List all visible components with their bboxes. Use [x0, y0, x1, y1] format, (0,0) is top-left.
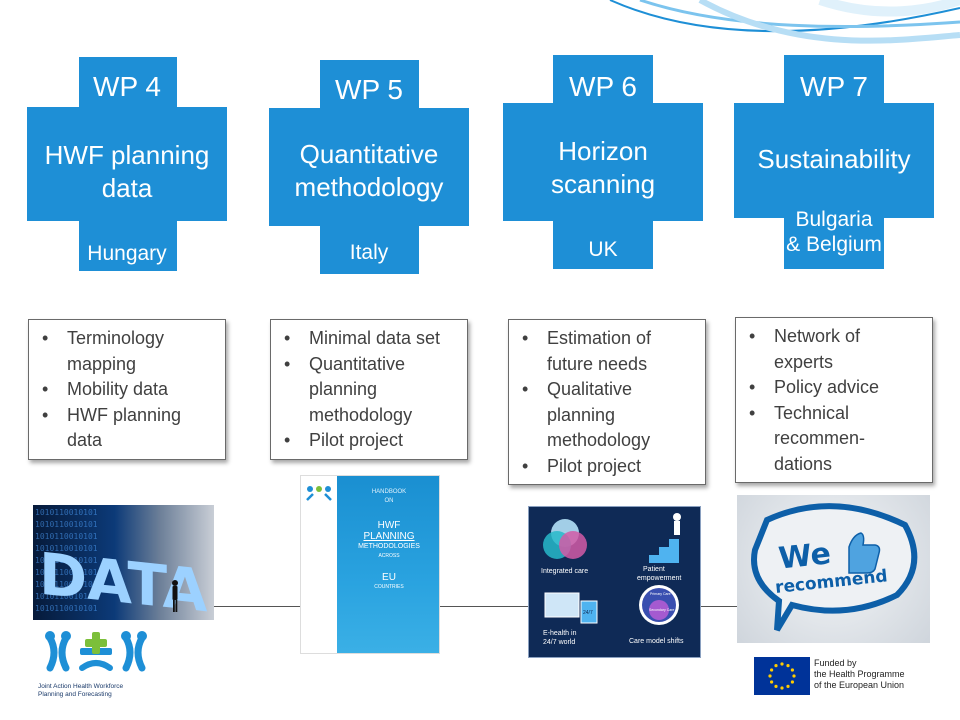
handbook-line: ON	[384, 498, 394, 504]
svg-text:E-health in: E-health in	[543, 630, 577, 637]
joint-action-logo: Joint Action Health Workforce Planning a…	[36, 628, 156, 700]
wp6-cross-horizontal	[503, 103, 703, 221]
wp4-cross-horizontal	[27, 107, 227, 221]
bullet-item: Pilot project	[284, 428, 461, 454]
handbook-title: PLANNING	[363, 531, 415, 542]
svg-text:1010110010101: 1010110010101	[35, 544, 98, 553]
horizon-scanning-image: Integrated care Patient empowerment 24/7…	[528, 506, 701, 658]
data-image-graphic: 1010110010101 1010110010101 101011001010…	[35, 508, 207, 620]
handbook-cover: HANDBOOK ON HWF PLANNING METHODOLOGIES A…	[300, 475, 440, 654]
bullet-item: Mobility data	[42, 377, 219, 403]
wp5-cross-horizontal	[269, 108, 469, 226]
svg-text:1010110010101: 1010110010101	[35, 532, 98, 541]
wp4-label: WP 4	[93, 71, 161, 102]
wp4-country: Hungary	[87, 242, 167, 265]
wp7-title: Sustainability	[757, 144, 911, 174]
svg-text:1010110010101: 1010110010101	[35, 520, 98, 529]
bullet-item: Pilot project	[522, 454, 699, 480]
svg-text:Patient: Patient	[643, 566, 665, 573]
wp5-country: Italy	[349, 241, 389, 264]
svg-text:24/7: 24/7	[583, 610, 593, 616]
wp7-cross-horizontal	[734, 103, 934, 218]
wp4-title: HWF planning data	[44, 140, 210, 203]
handbook-line: COUNTRIES	[374, 584, 404, 590]
svg-text:Secondary Care: Secondary Care	[649, 608, 674, 612]
we-recommend-image: We recommend	[737, 495, 930, 643]
svg-text:Primary Care: Primary Care	[650, 592, 671, 596]
wp5-label: WP 5	[335, 74, 403, 105]
bullet-item: Minimal data set	[284, 326, 461, 352]
handbook-line: EU	[382, 572, 396, 583]
wp6-cross: WP 6 Horizon scanning UK	[503, 55, 703, 269]
connector-line	[214, 606, 738, 607]
svg-text:Care model shifts: Care model shifts	[629, 638, 684, 645]
wp6-title: Horizon scanning	[550, 136, 656, 199]
wp5-title: Quantitative methodology	[294, 139, 444, 202]
svg-text:1010110010101: 1010110010101	[35, 508, 98, 517]
data-image: 1010110010101 1010110010101 101011001010…	[33, 505, 214, 620]
horizon-scanning-graphic: Integrated care Patient empowerment 24/7…	[541, 513, 684, 646]
svg-text:empowerment: empowerment	[637, 575, 681, 582]
svg-text:1010110010101: 1010110010101	[35, 568, 98, 577]
handbook-line: HANDBOOK	[371, 489, 407, 495]
svg-text:1010110010101: 1010110010101	[35, 592, 98, 601]
wp7-country: Bulgaria & Belgium	[786, 208, 882, 256]
wp5-bullet-box: Minimal data set Quantitativeplanningmet…	[270, 319, 468, 460]
wp4-cross: WP 4 HWF planning data Hungary	[27, 57, 227, 271]
eu-funding-text: Funded by the Health Programme of the Eu…	[814, 658, 905, 690]
bullet-item: Policy advice	[749, 375, 926, 401]
svg-text:DATA: DATA	[39, 540, 207, 620]
ja-mini-logo-icon	[306, 486, 332, 501]
wp5-cross: WP 5 Quantitative methodology Italy	[269, 60, 469, 274]
svg-text:1010110010101: 1010110010101	[35, 580, 98, 589]
eu-flag-icon	[754, 657, 810, 695]
svg-text:1010110010101: 1010110010101	[35, 604, 98, 613]
eu-funding-block: Funded by the Health Programme of the Eu…	[754, 657, 944, 697]
we-recommend-graphic: We recommend	[751, 503, 918, 632]
handbook-line: ACROSS	[378, 553, 400, 559]
handbook-title: HWF	[377, 520, 401, 531]
svg-text:We: We	[777, 536, 833, 576]
handbook-line: METHODOLOGIES	[358, 543, 420, 550]
svg-text:1010110010101: 1010110010101	[35, 556, 98, 565]
wp6-label: WP 6	[569, 71, 637, 102]
joint-action-logo-icon	[45, 631, 147, 672]
svg-text:24/7 world: 24/7 world	[543, 639, 575, 646]
wp6-country: UK	[588, 238, 618, 261]
wp7-label: WP 7	[800, 71, 868, 102]
wp7-cross: WP 7 Sustainability Bulgaria & Belgium	[734, 55, 934, 269]
joint-action-logo-text: Joint Action Health Workforce Planning a…	[38, 683, 124, 698]
svg-text:Integrated care: Integrated care	[541, 568, 588, 575]
